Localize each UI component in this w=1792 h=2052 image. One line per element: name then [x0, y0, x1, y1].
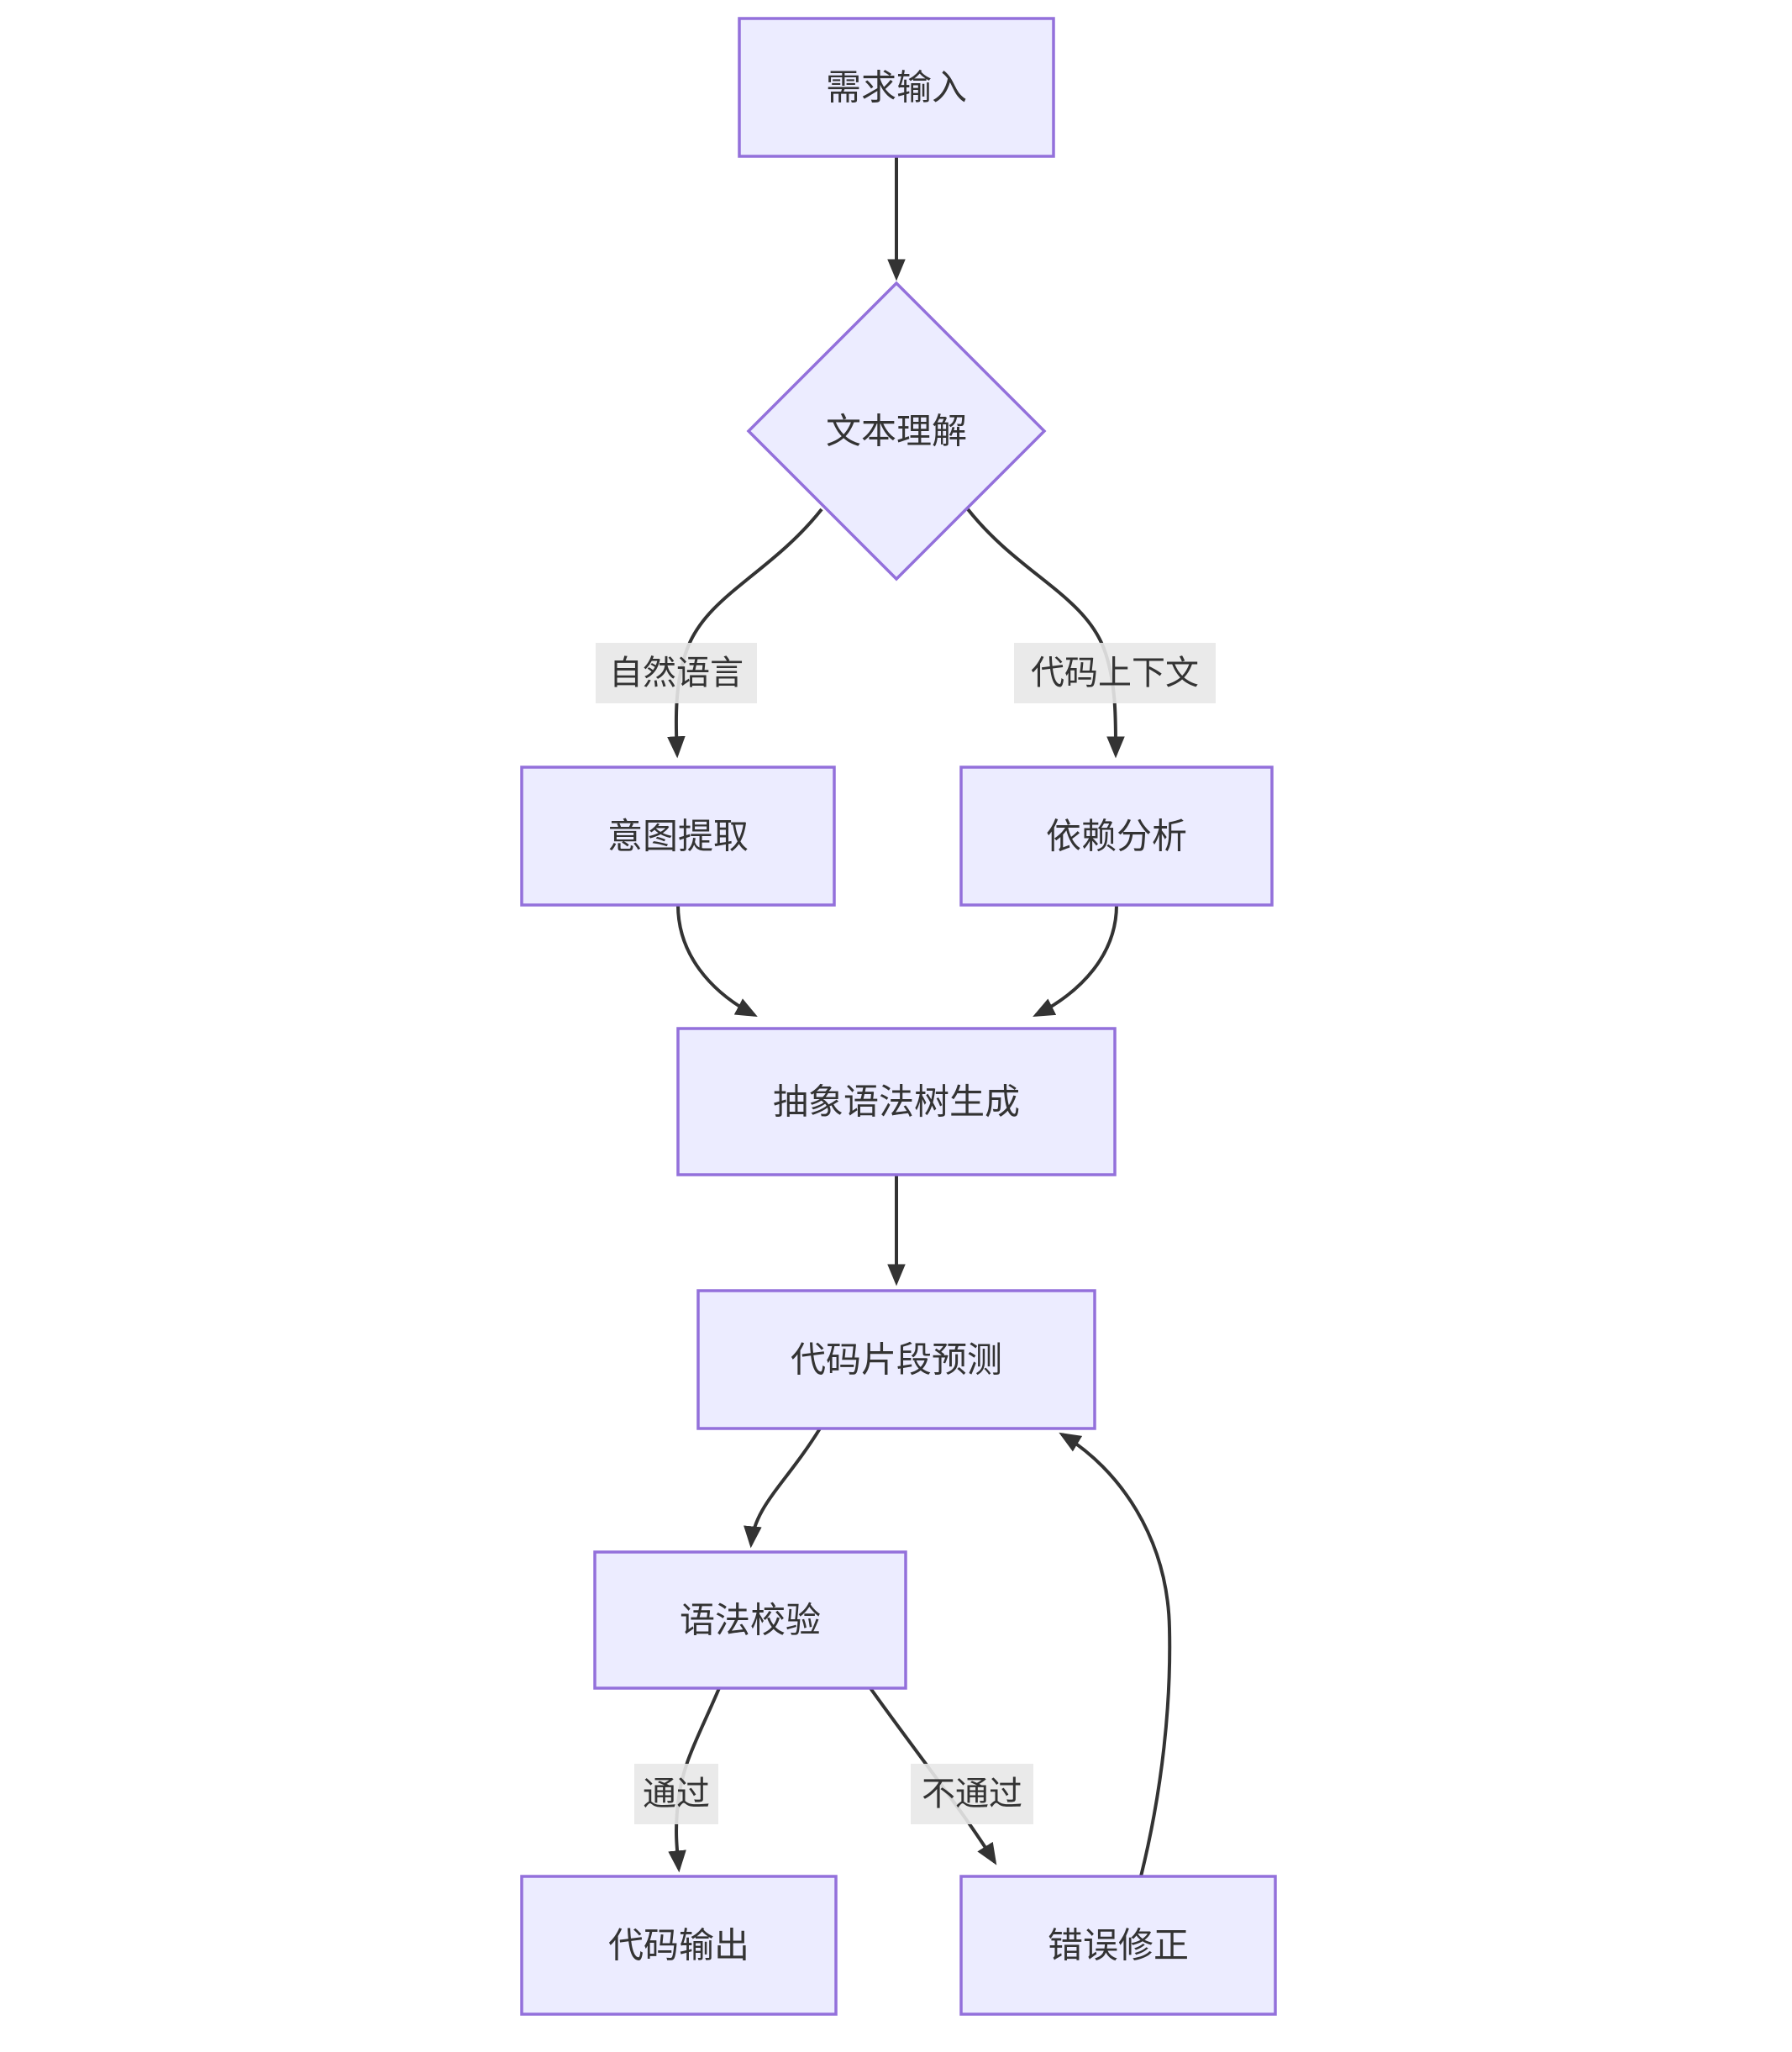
edge-label-code-context-text: 代码上下文 [1031, 655, 1199, 692]
edge-dependency-to-ast [1033, 904, 1118, 1017]
node-text-understanding-diamond [746, 281, 1047, 581]
edge-label-code-context-bg [1014, 643, 1216, 703]
node-error-correction-label: 错误修正 [1048, 1926, 1189, 1965]
node-ast-generation-label: 抽象语法树生成 [773, 1082, 1020, 1122]
node-dependency-analysis-box [959, 766, 1274, 907]
node-code-output-label: 代码输出 [608, 1926, 749, 1965]
node-code-snippet-prediction-box [696, 1289, 1096, 1430]
node-code-output: 代码输出 [520, 1875, 838, 2016]
node-syntax-validation: 语法校验 [593, 1550, 907, 1690]
node-ast-generation-box [676, 1027, 1117, 1176]
edge-labels-layer: 自然语言 代码上下文 通过 不通过 [596, 643, 1216, 1824]
edge-label-fail-text: 不通过 [922, 1776, 1022, 1813]
edge-label-pass-text: 通过 [643, 1776, 710, 1813]
edge-understanding-to-dependency [966, 508, 1125, 759]
node-requirement-input-box [738, 17, 1055, 158]
edge-prediction-to-validation [744, 1427, 822, 1549]
node-intent-extraction: 意图提取 [520, 766, 836, 907]
edge-label-pass-bg [634, 1764, 718, 1824]
node-error-correction-box [959, 1875, 1277, 2016]
node-code-snippet-prediction-label: 代码片段预测 [791, 1340, 1002, 1380]
node-requirement-input-label: 需求输入 [826, 68, 967, 108]
edge-label-natural-language-bg [596, 643, 757, 703]
edge-label-natural-language: 自然语言 [596, 643, 757, 703]
node-syntax-validation-box [593, 1550, 907, 1690]
edge-label-natural-language-text: 自然语言 [609, 655, 744, 692]
node-error-correction: 错误修正 [959, 1875, 1277, 2016]
node-dependency-analysis-label: 依赖分析 [1046, 817, 1187, 856]
node-syntax-validation-label: 语法校验 [680, 1601, 821, 1640]
node-text-understanding-label: 文本理解 [826, 412, 967, 451]
edge-intent-to-ast [676, 904, 758, 1018]
node-intent-extraction-label: 意图提取 [607, 817, 749, 856]
nodes-layer: 需求输入 文本理解 意图提取 依赖分析 抽象语法树生成 代码片段预测 语法校验 [520, 17, 1277, 2016]
edge-understanding-to-intent [667, 508, 823, 759]
edge-label-code-context: 代码上下文 [1014, 643, 1216, 703]
edge-label-pass: 通过 [634, 1764, 718, 1824]
edge-label-fail-bg [911, 1764, 1033, 1824]
edge-correction-to-prediction-loop [1059, 1432, 1172, 1877]
node-intent-extraction-box [520, 766, 836, 907]
edge-label-fail: 不通过 [911, 1764, 1033, 1824]
node-ast-generation: 抽象语法树生成 [676, 1027, 1117, 1176]
node-dependency-analysis: 依赖分析 [959, 766, 1274, 907]
node-text-understanding-decision: 文本理解 [746, 281, 1047, 581]
node-code-output-box [520, 1875, 838, 2016]
node-requirement-input: 需求输入 [738, 17, 1055, 158]
node-code-snippet-prediction: 代码片段预测 [696, 1289, 1096, 1430]
